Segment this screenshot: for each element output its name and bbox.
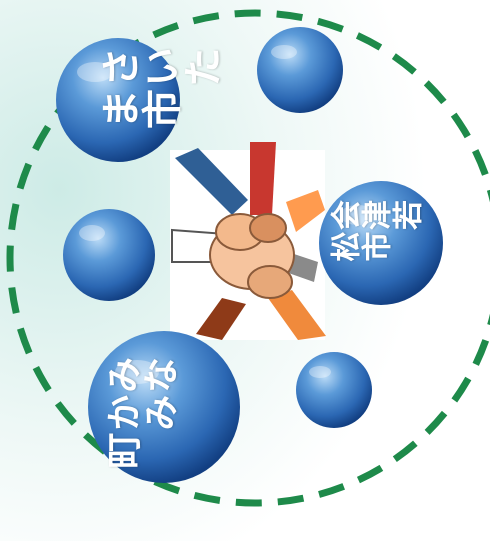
bubble-label-aizu: 会津若 松市 bbox=[330, 201, 423, 268]
bubble-minakami bbox=[88, 331, 240, 483]
bubble-aizu bbox=[319, 181, 443, 305]
bubble-shine bbox=[77, 62, 113, 82]
bubble-shine bbox=[309, 366, 331, 378]
dashed-ring bbox=[6, 9, 490, 507]
bubble-small-right bbox=[296, 352, 372, 428]
bubble-shine bbox=[115, 360, 159, 384]
bubble-top-right bbox=[257, 27, 343, 113]
bubble-shine bbox=[79, 225, 105, 241]
bubble-label-minakami: みな かみ 町 bbox=[105, 358, 179, 475]
bubble-label-saitama: さいた ま市 bbox=[100, 48, 223, 136]
bubble-saitama bbox=[56, 38, 180, 162]
bubble-shine bbox=[340, 205, 376, 225]
stacked-hands-illustration bbox=[170, 142, 326, 340]
bubble-shine bbox=[271, 45, 297, 59]
bubble-left bbox=[63, 209, 155, 301]
